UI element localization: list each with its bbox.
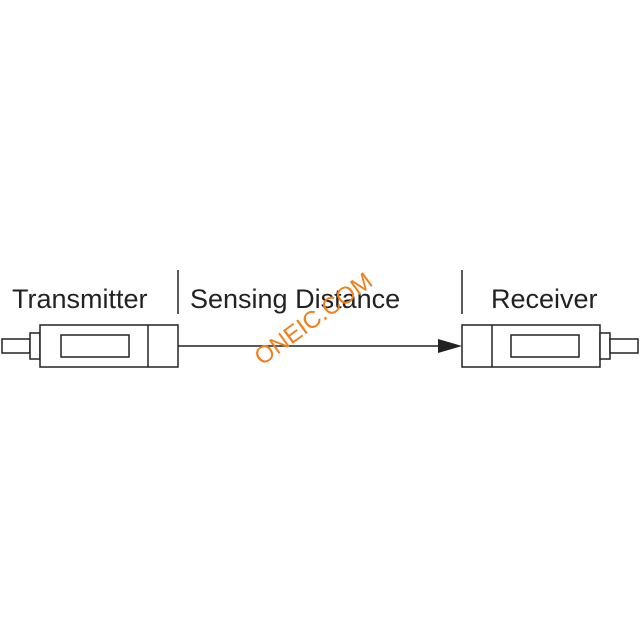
receiver-cable-stub	[609, 338, 639, 354]
beam-arrowhead	[438, 339, 462, 353]
transmitter-unit	[1, 324, 179, 368]
receiver-unit	[461, 324, 639, 368]
receiver-window	[510, 334, 580, 358]
transmitter-label: Transmitter	[12, 284, 148, 314]
receiver-collar	[599, 332, 611, 360]
transmitter-cable-stub	[1, 338, 31, 354]
transmitter-window	[60, 334, 130, 358]
receiver-label: Receiver	[491, 284, 598, 314]
transmitter-collar	[29, 332, 41, 360]
watermark-text: ONEIC.COM	[250, 268, 378, 371]
sensing-distance-label: Sensing Distance	[190, 284, 400, 314]
